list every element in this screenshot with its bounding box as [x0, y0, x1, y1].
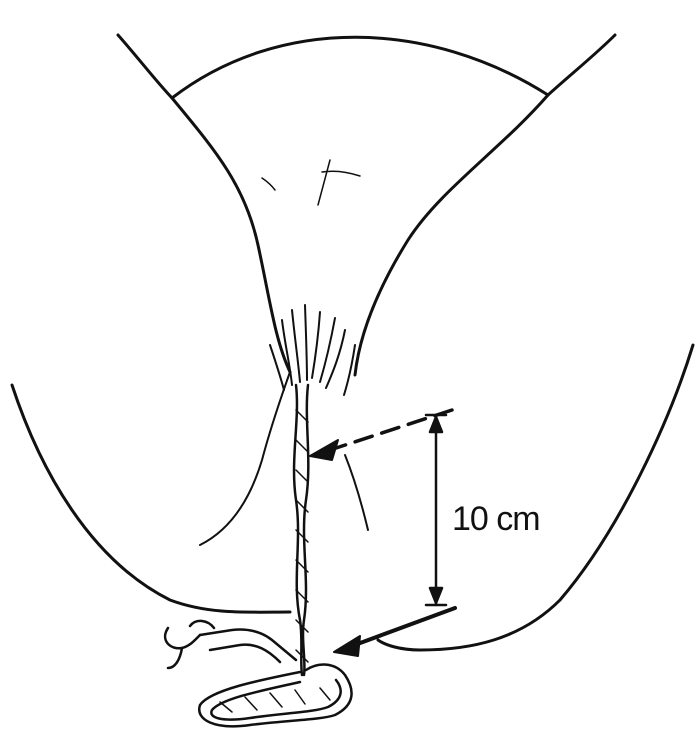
cord-clamp: [165, 621, 296, 668]
left-buttock-curve: [12, 385, 290, 612]
umbilical-cord: [294, 385, 308, 675]
coiled-cord: [199, 665, 351, 727]
right-groin-contour: [355, 95, 548, 375]
lower-arrowhead: [334, 636, 360, 656]
left-groin-contour: [172, 98, 290, 372]
abdomen-outline: [118, 35, 172, 98]
hair-strokes: [262, 160, 360, 395]
right-thigh-inner-line: [345, 455, 368, 530]
upper-arrowhead: [310, 440, 338, 460]
abdomen-outline-right: [548, 35, 615, 95]
abdomen-top-curve: [172, 37, 548, 98]
measurement-label: 10 cm: [452, 500, 540, 539]
lower-solid-line: [352, 608, 455, 646]
measurement-bracket: [426, 415, 446, 605]
left-thigh-inner-line: [200, 372, 290, 545]
